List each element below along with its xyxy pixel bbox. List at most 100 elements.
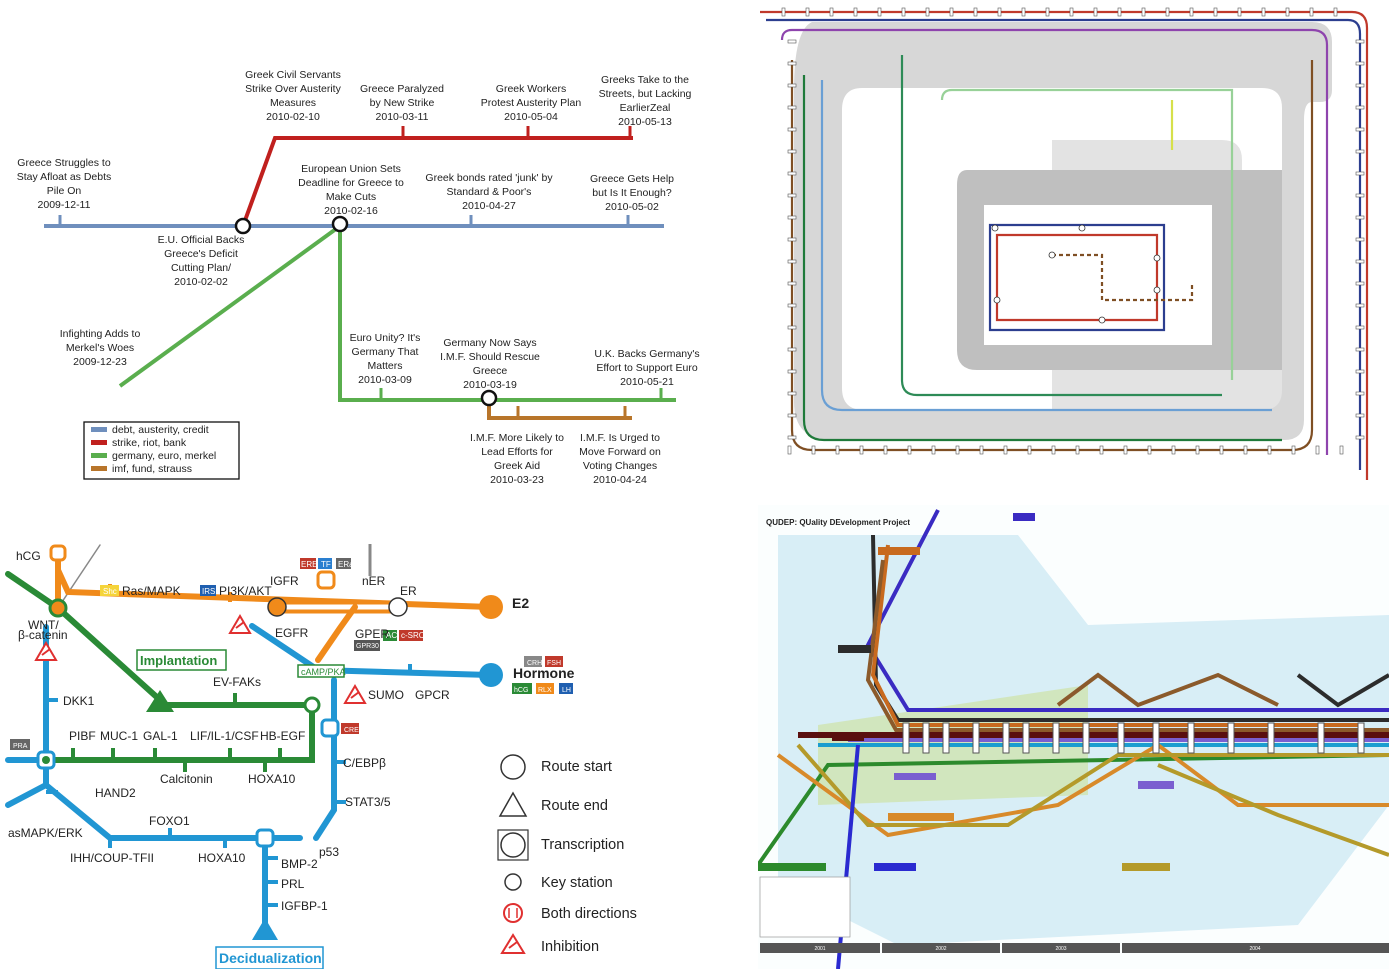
pathway-label-bmp2: BMP-2 xyxy=(281,857,318,871)
inhibition-label: Inhibition xyxy=(541,939,599,955)
legend-label: strike, riot, bank xyxy=(112,437,187,449)
ner-transcription xyxy=(318,572,334,588)
pathway-label-tf: TF xyxy=(321,560,331,569)
pathway-label-cre: CRE xyxy=(344,727,359,734)
pathway-label-pi3k: PI3K/AKT xyxy=(219,584,272,598)
cre-transcription xyxy=(322,720,338,736)
legend-swatch xyxy=(91,440,107,445)
event-label: I.M.F. Is Urged toMove Forward onVoting … xyxy=(579,432,661,486)
legend-label: imf, fund, strauss xyxy=(112,463,192,475)
pathway-label-csrc: c-SRC xyxy=(401,631,425,640)
pathway-label-er: ER xyxy=(400,584,417,598)
blue-ras-line xyxy=(8,785,46,805)
transcription-label: Transcription xyxy=(541,837,624,853)
event-label: Greek WorkersProtest Austerity Plan2010-… xyxy=(481,83,582,123)
pathway-label-rasmapkerk: asMAPK/ERK xyxy=(8,826,83,840)
pathway-label-camp: cAMP/PKA xyxy=(301,667,346,677)
junction-node xyxy=(236,219,250,233)
year-bar xyxy=(760,943,1389,953)
pathway-label-gpr30: GPR30 xyxy=(356,643,379,650)
foxo-transcription xyxy=(257,830,273,846)
pathway-label-lif: LIF/IL-1/CSF xyxy=(190,729,259,743)
pathway-label-stat: STAT3/5 xyxy=(345,795,391,809)
pathway-label-rasmapk: Ras/MAPK xyxy=(122,584,181,598)
junction-node xyxy=(333,217,347,231)
qudep-metro-map: 2001 2002 2003 2004 QUDEP: QUality DEvelopm… xyxy=(758,505,1389,969)
wnt-junction xyxy=(50,600,66,616)
qudep-title: QUDEP: QUality DEvelopment Project xyxy=(766,518,910,527)
pathway-label-ere: ERE xyxy=(301,560,317,569)
pathway-label-era: ERa xyxy=(338,560,354,569)
pathway-label-pibf: PIBF xyxy=(69,729,96,743)
pathway-label-cebp: C/EBPβ xyxy=(343,756,386,770)
timeline-svg: Greece Struggles toStay Afloat as DebtsP… xyxy=(0,0,700,490)
legend-swatch xyxy=(91,427,107,432)
pathway-legend: Route startRoute endTranscriptionKey sta… xyxy=(498,755,637,955)
school-metro-map xyxy=(752,0,1389,492)
hcg-station xyxy=(51,546,65,560)
legend-swatch xyxy=(91,466,107,471)
pathway-label-hcg2: hCG xyxy=(514,687,528,694)
inhibition-icon xyxy=(502,935,524,953)
e2-route-start xyxy=(479,595,503,619)
orange-gper-branch xyxy=(318,607,355,660)
pathway-label-dkk1: DKK1 xyxy=(63,694,95,708)
pathway-label-hoxa10a: HOXA10 xyxy=(248,772,296,786)
pathway-label-ac: AC xyxy=(386,631,397,640)
event-label: Greece Gets Helpbut Is It Enough?2010-05… xyxy=(590,173,674,213)
pathway-label-ihh: IHH/COUP-TFII xyxy=(70,851,154,865)
pathway-label-prl: PRL xyxy=(281,877,305,891)
decidualization-route-end xyxy=(252,918,278,940)
pathway-label-irs1: IRS1 xyxy=(202,587,220,596)
pathway-label-hormone: Hormone xyxy=(513,665,575,681)
year-label: 2003 xyxy=(1055,946,1066,952)
pathway-label-calcitonin: Calcitonin xyxy=(160,772,213,786)
pathway-label-gpcr: GPCR xyxy=(415,688,450,702)
junction-node xyxy=(482,391,496,405)
qudep-svg: 2001 2002 2003 2004 QUDEP: QUality DEvelopm… xyxy=(758,505,1389,969)
qudep-legend xyxy=(760,877,850,937)
year-label: 2004 xyxy=(1249,946,1260,952)
pathway-label-evfaks: EV-FAKs xyxy=(213,675,261,689)
igfr-station xyxy=(268,598,286,616)
pra-dot xyxy=(42,756,50,764)
hormone-route-start xyxy=(479,663,503,687)
pathway-label-igfbp1: IGFBP-1 xyxy=(281,899,328,913)
event-label: Greeks Take to theStreets, but LackingEa… xyxy=(599,74,692,128)
pathway-label-muc1: MUC-1 xyxy=(100,729,138,743)
legend-swatch xyxy=(91,453,107,458)
event-label: I.M.F. More Likely toLead Efforts forGre… xyxy=(470,432,564,486)
pathway-label-e2: E2 xyxy=(512,595,529,611)
route-start-label: Route start xyxy=(541,759,612,775)
pathway-label-p53: p53 xyxy=(319,845,339,859)
route-start-icon xyxy=(501,755,525,779)
both-directions-label: Both directions xyxy=(541,906,637,922)
pathway-label-foxo1: FOXO1 xyxy=(149,814,190,828)
er-station xyxy=(389,598,407,616)
legend-label: debt, austerity, credit xyxy=(112,424,209,436)
route-end-label: Route end xyxy=(541,798,608,814)
year-label: 2002 xyxy=(935,946,946,952)
legend-label: germany, euro, merkel xyxy=(112,450,216,462)
year-label: 2001 xyxy=(814,946,825,952)
pathway-label-implantation: Implantation xyxy=(140,653,217,668)
event-label: Greece Struggles toStay Afloat as DebtsP… xyxy=(17,157,112,211)
pathway-label-gper: GPER xyxy=(355,627,389,641)
pathway-label-rlx: RLX xyxy=(538,687,552,694)
pathway-label-igfr: IGFR xyxy=(270,574,299,588)
pathway-label-hbegf: HB-EGF xyxy=(260,729,305,743)
pathway-label-egfr: EGFR xyxy=(275,626,309,640)
pathway-label-sumo: SUMO xyxy=(368,688,404,702)
pathway-label-bcat: β-catenin xyxy=(18,628,68,642)
pathway-label-hcg: hCG xyxy=(16,549,41,563)
